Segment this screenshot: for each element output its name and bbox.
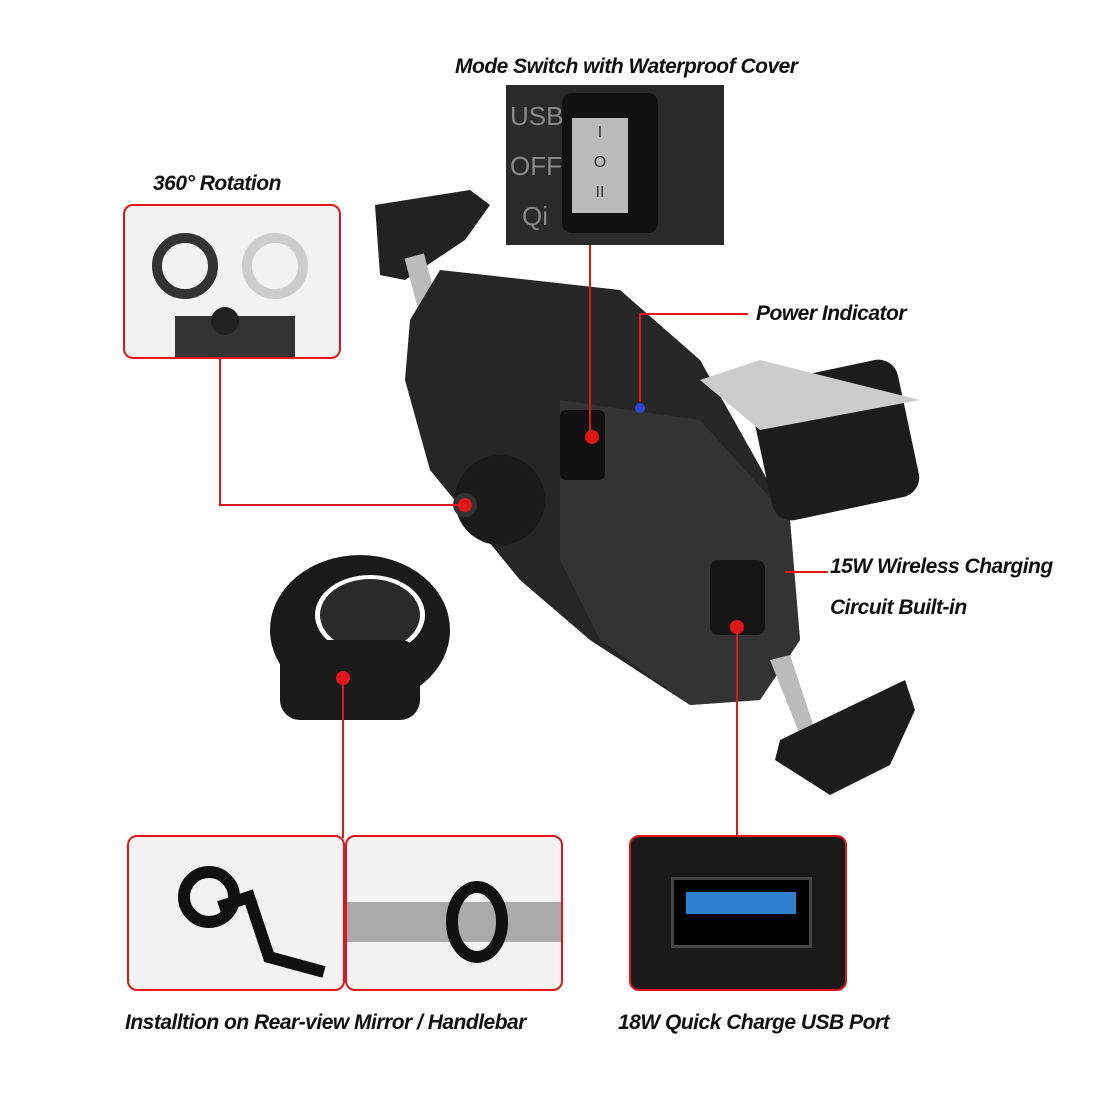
mode-switch-inset: USB OFF Qi I O II: [506, 85, 724, 245]
callout-dots: [336, 430, 744, 685]
switch-mark-ii: II: [595, 184, 605, 201]
mode-usb-label: USB: [510, 101, 564, 131]
clamp-base: [280, 640, 420, 720]
usb-port-inset: [629, 835, 847, 991]
installation-label: Installtion on Rear-view Mirror / Handle…: [125, 1011, 526, 1034]
install-dot: [336, 671, 350, 685]
top-left-grip: [375, 190, 490, 280]
power-indicator-led: [635, 403, 645, 413]
bottom-right-grip: [775, 680, 915, 795]
callout-lines: [219, 245, 828, 838]
power-indicator-label: Power Indicator: [756, 302, 907, 325]
mode-off-label: OFF: [510, 151, 562, 181]
rotation-dot: [458, 498, 472, 512]
mode-switch: [560, 410, 605, 480]
usb-port: [671, 877, 812, 948]
wireless-circuit-label: Circuit Built-in: [830, 596, 967, 619]
usb-dot: [730, 620, 744, 634]
switch-mark-o: O: [593, 154, 607, 171]
clamp-inner: [320, 579, 420, 651]
mode-qi-label: Qi: [522, 201, 548, 231]
mirror-install-inset: [127, 835, 345, 991]
power-callout-line: [639, 313, 748, 402]
rotation-callout-line: [219, 357, 465, 506]
mode-switch-label: Mode Switch with Waterproof Cover: [455, 55, 798, 78]
bottom-right-arm: [770, 655, 815, 735]
rotation-label: 360° Rotation: [153, 172, 281, 195]
rocker-switch: I O II: [562, 93, 658, 233]
rotation-inset: [123, 204, 341, 359]
handlebar-install-inset: [345, 835, 563, 991]
switch-dot: [585, 430, 599, 444]
wireless-charging-label: 15W Wireless Charging: [830, 555, 1053, 578]
usb-port-label: 18W Quick Charge USB Port: [618, 1011, 890, 1034]
right-arm: [700, 360, 920, 430]
usb-port-cover: [710, 560, 765, 635]
rotation-knob: [455, 455, 545, 545]
switch-mark-i: I: [597, 124, 603, 141]
